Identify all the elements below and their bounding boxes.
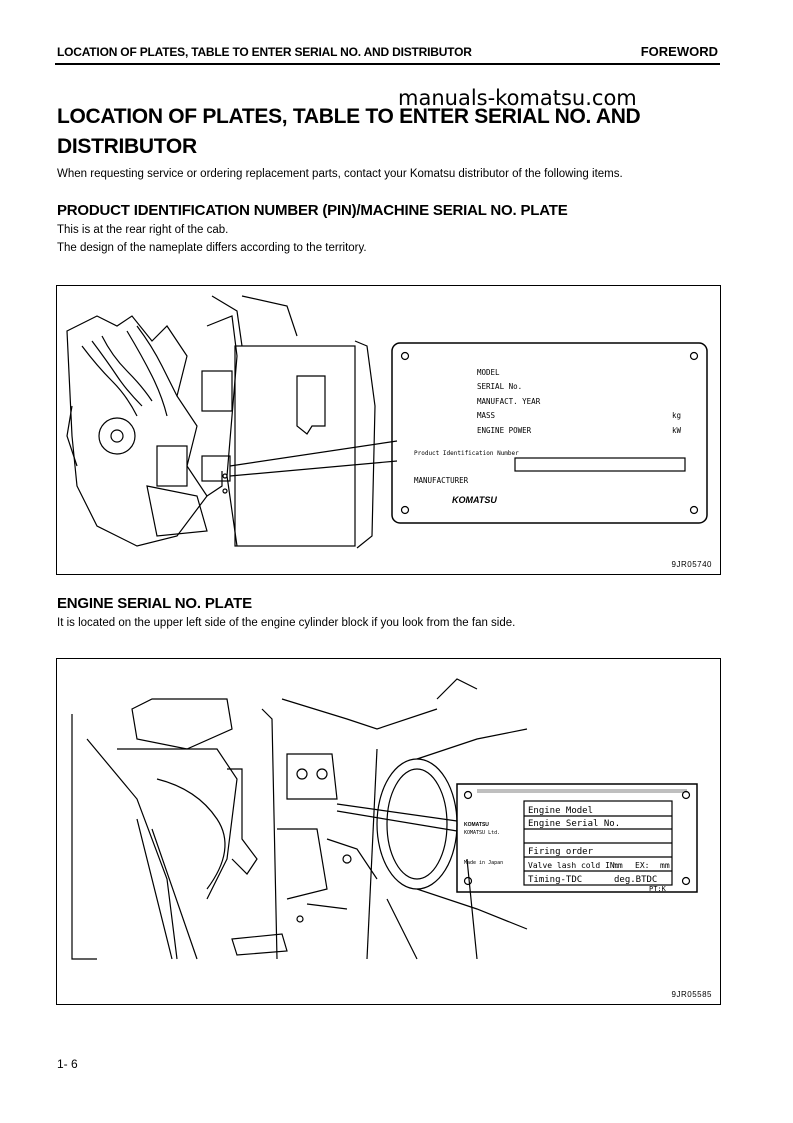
plate-brand-logo: KOMATSU bbox=[452, 495, 497, 505]
intro-paragraph: When requesting service or ordering repl… bbox=[57, 168, 623, 180]
valve-lash-in-unit: mm bbox=[613, 861, 623, 870]
valve-lash-label: Valve lash cold IN: bbox=[528, 861, 620, 870]
plate-mass-label: MASS bbox=[477, 411, 496, 420]
watermark: manuals-komatsu.com bbox=[398, 86, 637, 110]
plate-pin-label: Product Identification Number bbox=[414, 450, 519, 457]
timing-unit: deg.BTDC bbox=[614, 875, 657, 885]
pin-plate-figure: MODEL SERIAL No. MANUFACT. YEAR MASS kg … bbox=[56, 285, 721, 575]
engine-plate-brand: KOMATSU bbox=[464, 822, 489, 828]
figure-code-2: 9JR05585 bbox=[671, 990, 712, 999]
engine-plate-company: KOMATSU Ltd. bbox=[464, 830, 500, 836]
plate-pt-code: PT:K bbox=[649, 885, 667, 893]
engine-model-label: Engine Model bbox=[528, 806, 593, 816]
page-title: LOCATION OF PLATES, TABLE TO ENTER SERIA… bbox=[57, 105, 641, 158]
pin-section-text-1: This is at the rear right of the cab. bbox=[57, 224, 229, 236]
running-header-section: FOREWORD bbox=[640, 44, 718, 59]
pin-section-text-2: The design of the nameplate differs acco… bbox=[57, 242, 367, 254]
engine-plate-origin: Made in Japan bbox=[464, 860, 503, 866]
page-number: 1- 6 bbox=[57, 1057, 78, 1071]
plate-manufacturer-label: MANUFACTURER bbox=[414, 476, 469, 485]
plate-model-label: MODEL bbox=[477, 368, 500, 377]
engine-section-heading: ENGINE SERIAL NO. PLATE bbox=[57, 595, 252, 612]
timing-label: Timing-TDC bbox=[528, 875, 582, 885]
engine-plate-illustration: KOMATSU KOMATSU Ltd. Made in Japan Engin… bbox=[71, 678, 698, 960]
plate-power-label: ENGINE POWER bbox=[477, 426, 532, 435]
plate-year-label: MANUFACT. YEAR bbox=[477, 397, 541, 406]
pin-section-heading: PRODUCT IDENTIFICATION NUMBER (PIN)/MACH… bbox=[57, 202, 568, 219]
valve-lash-ex-label: EX: bbox=[635, 861, 649, 870]
firing-order-label: Firing order bbox=[528, 847, 594, 857]
engine-plate-figure: KOMATSU KOMATSU Ltd. Made in Japan Engin… bbox=[56, 658, 721, 1005]
pin-plate-illustration: MODEL SERIAL No. MANUFACT. YEAR MASS kg … bbox=[66, 295, 708, 549]
valve-lash-ex-unit: mm bbox=[660, 861, 670, 870]
plate-mass-unit: kg bbox=[672, 411, 681, 420]
plate-power-unit: kW bbox=[672, 426, 682, 435]
engine-section-text: It is located on the upper left side of … bbox=[57, 617, 516, 629]
plate-serial-label: SERIAL No. bbox=[477, 382, 522, 391]
header-rule bbox=[55, 63, 720, 65]
figure-code-1: 9JR05740 bbox=[671, 560, 712, 569]
engine-serial-label: Engine Serial No. bbox=[528, 819, 620, 829]
running-header-title: LOCATION OF PLATES, TABLE TO ENTER SERIA… bbox=[57, 45, 472, 59]
